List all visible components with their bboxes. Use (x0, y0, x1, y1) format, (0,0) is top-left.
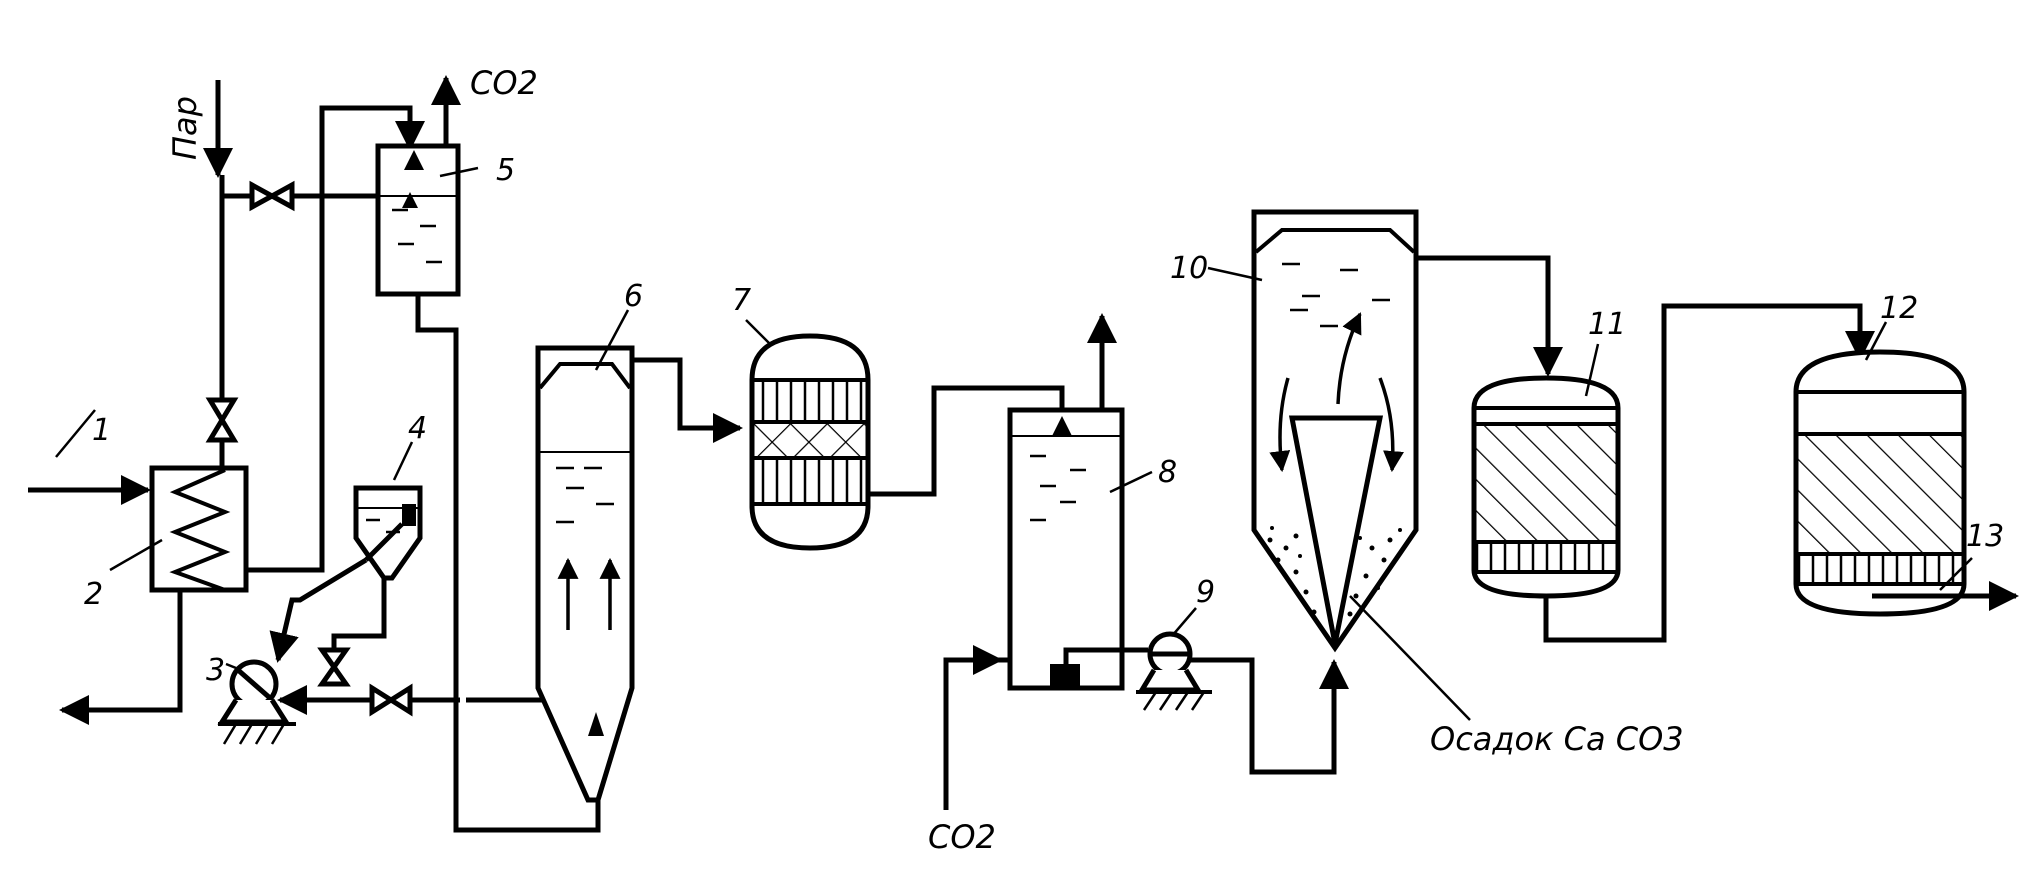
line-11-to-12 (1543, 303, 1875, 643)
label-2: 2 (84, 577, 103, 612)
label-3: 3 (206, 653, 225, 688)
filter-12 (1793, 321, 1967, 617)
leader-1 (55, 409, 96, 458)
label-4: 4 (408, 411, 427, 446)
leader-7 (745, 319, 771, 345)
valve-pump-horizontal (369, 683, 413, 717)
leader-sediment (1349, 595, 1471, 721)
sediment-label: Осадок Ca CO3 (1430, 720, 1684, 758)
leader-5 (439, 166, 479, 178)
filter-11 (1471, 343, 1621, 599)
leader-11 (1584, 343, 1600, 397)
label-8: 8 (1158, 455, 1177, 490)
line-8-to-9 (1063, 647, 1148, 664)
leader-12 (1864, 321, 1888, 361)
label-10: 10 (1170, 251, 1208, 286)
label-11: 11 (1588, 307, 1626, 342)
leader-8 (1109, 470, 1153, 494)
pump-3 (59, 590, 296, 745)
heater-2 (28, 409, 249, 593)
steam-label: Пар (166, 96, 204, 160)
settler-10 (1207, 209, 1471, 721)
tank-4 (269, 441, 423, 663)
pump-9 (1136, 607, 1212, 711)
label-6: 6 (624, 279, 643, 314)
line-heater-to-5 (246, 105, 425, 573)
leader-13 (1939, 557, 1973, 591)
label-5: 5 (496, 153, 515, 188)
leader-6 (594, 309, 630, 371)
label-9: 9 (1196, 575, 1215, 610)
label-7: 7 (732, 283, 751, 318)
line-5-to-6 (415, 294, 601, 833)
line-7-to-8 (868, 385, 1065, 497)
line-10-to-11 (1416, 255, 1563, 377)
leader-2 (109, 538, 163, 572)
label-13: 13 (1966, 519, 2004, 554)
line-6-to-7 (632, 357, 743, 443)
leader-10 (1207, 266, 1263, 282)
leader-9 (1171, 607, 1197, 637)
leader-3 (225, 662, 237, 670)
valve-small-vertical (317, 647, 351, 687)
label-12: 12 (1880, 291, 1918, 326)
label-1: 1 (92, 413, 111, 448)
co2-top-label: CO2 (470, 64, 538, 102)
sediment-dots (1267, 526, 1402, 617)
leader-4 (392, 441, 414, 481)
filter-7 (745, 319, 871, 551)
co2-inlet-line (943, 645, 1003, 810)
valve-steam-horizontal (249, 180, 295, 212)
line-9-to-10 (1190, 657, 1349, 775)
tank-8 (1007, 313, 1153, 691)
co2-bottom-label: CO2 (928, 818, 996, 856)
column-6 (535, 309, 635, 803)
valve-steam-vertical (205, 397, 239, 443)
